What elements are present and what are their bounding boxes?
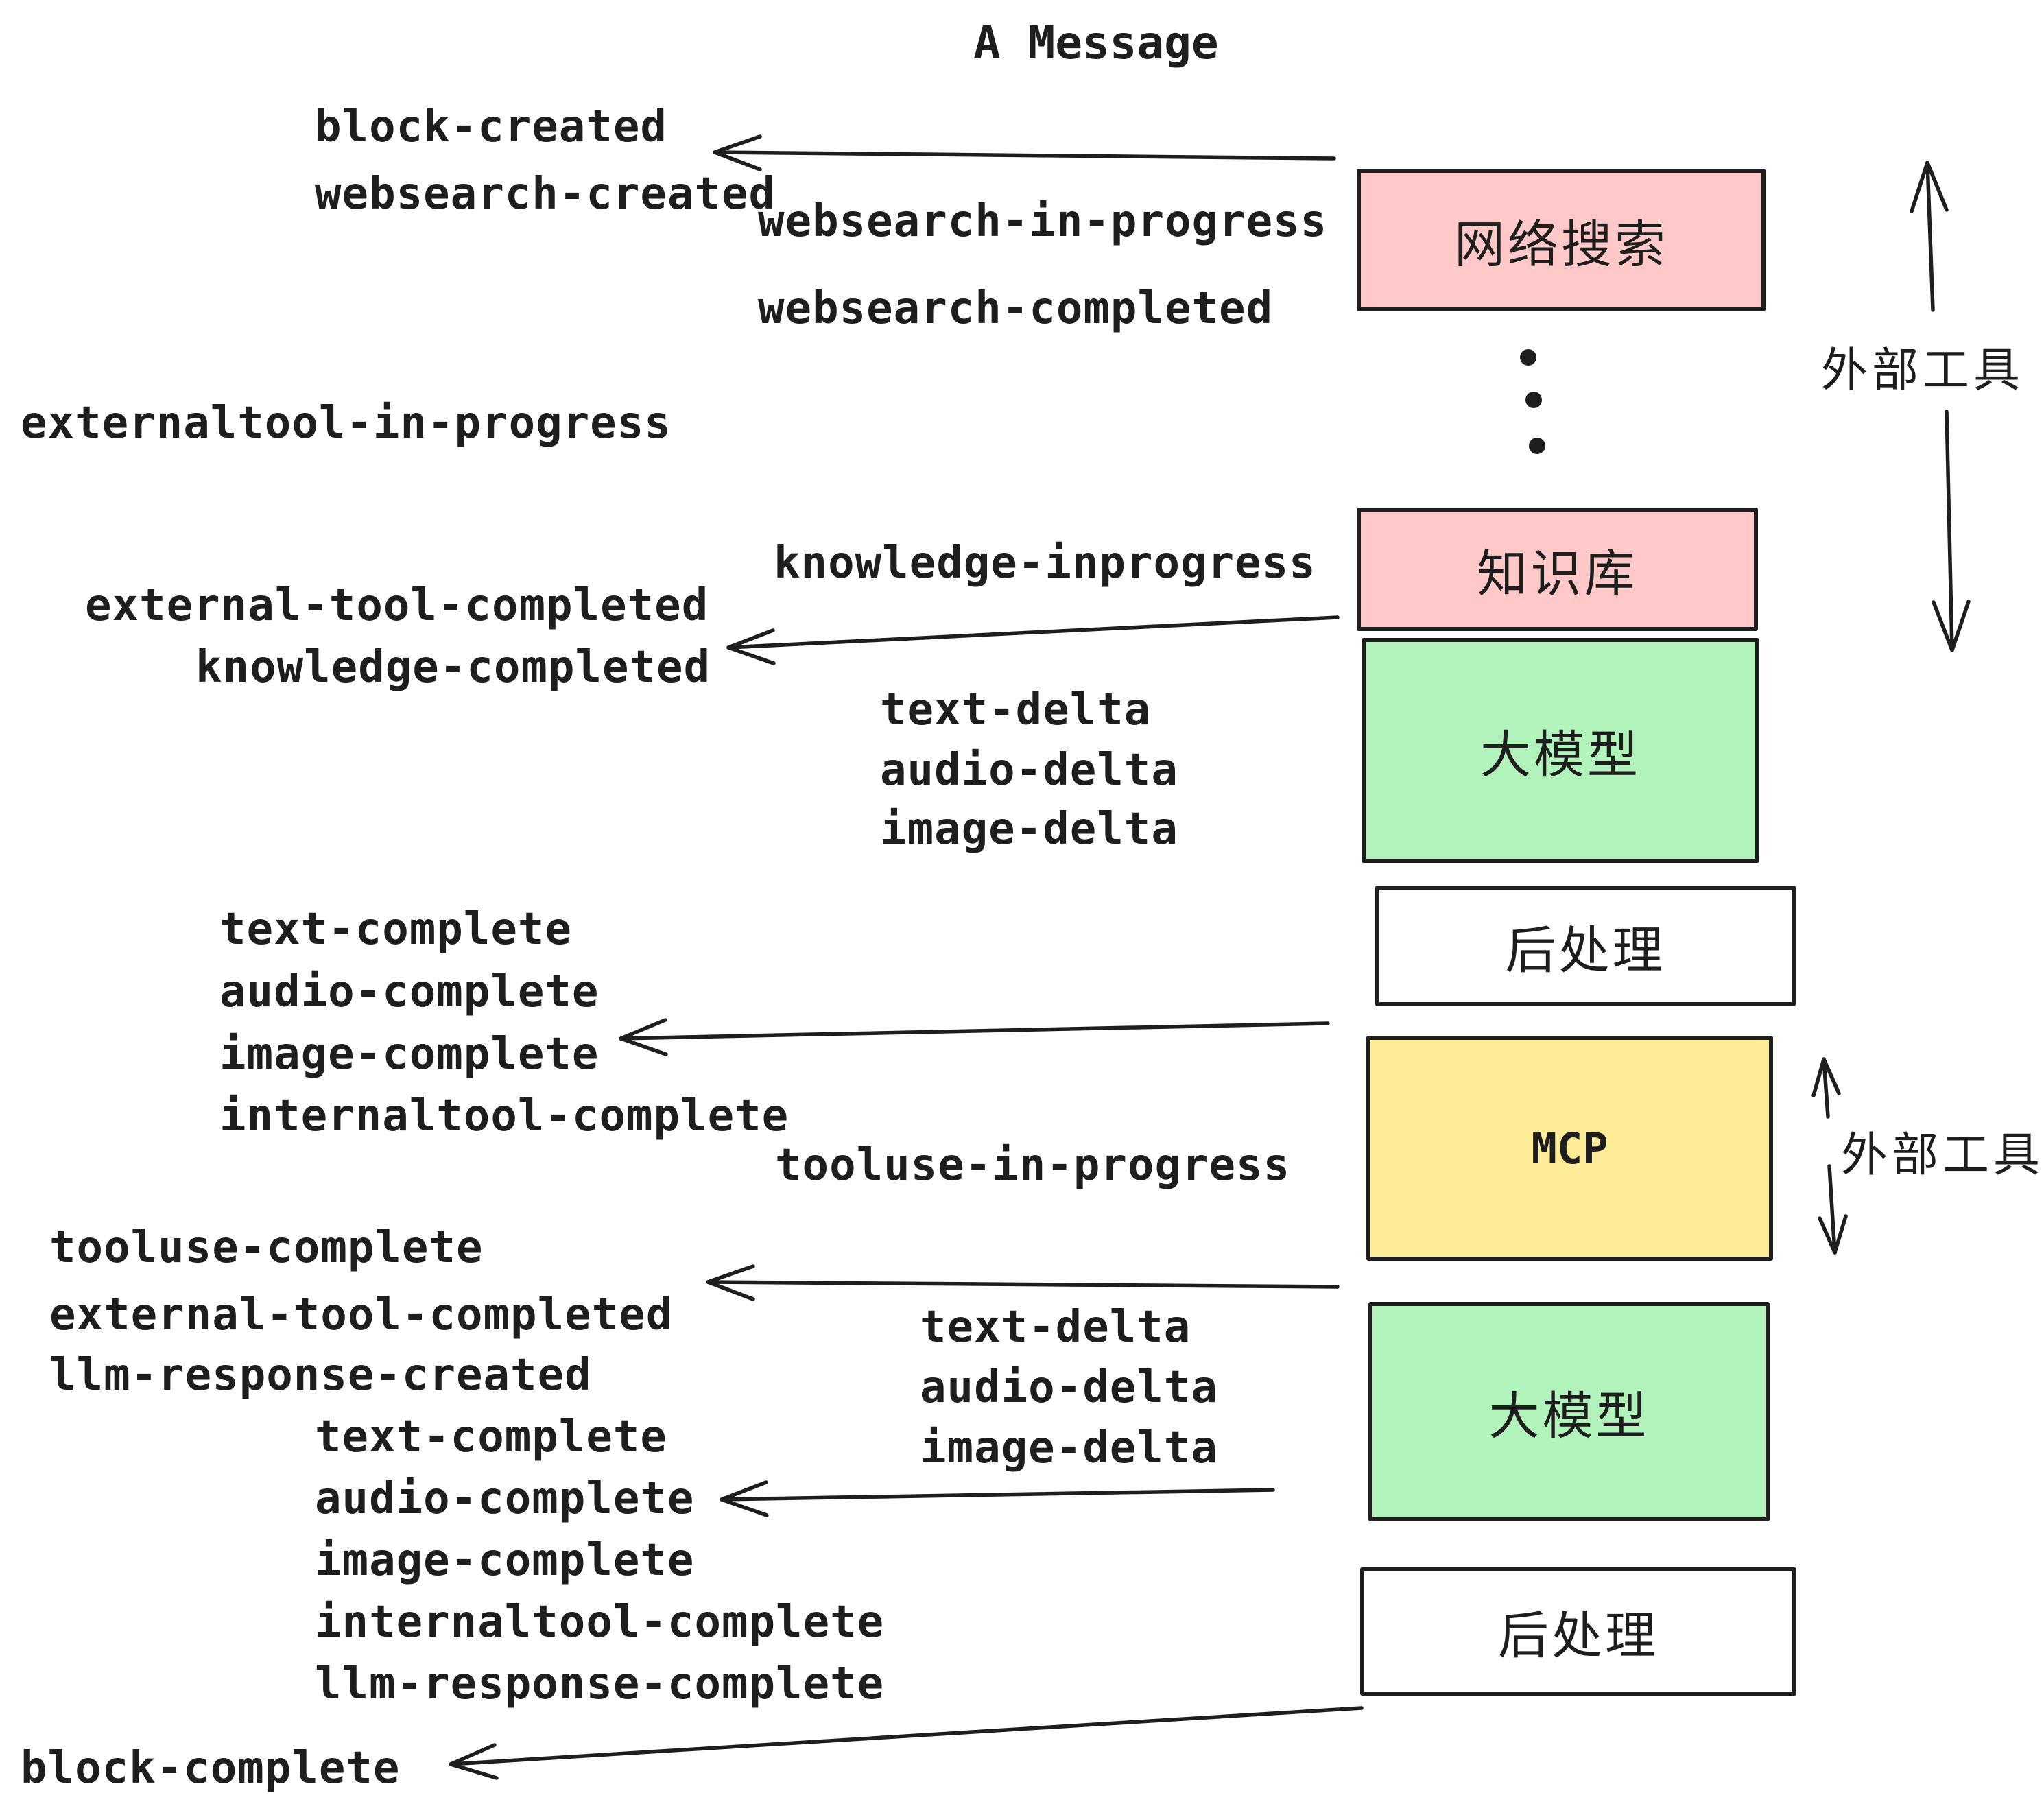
event-image-delta: image-delta <box>880 804 1178 855</box>
arrow-to-websearch-created <box>713 134 1336 171</box>
event-llm-response-created: llm-response-created <box>49 1350 592 1401</box>
event-externaltool-in-progress: externaltool-in-progress <box>21 398 672 449</box>
ellipsis-dots <box>1520 349 1545 454</box>
event-websearch-completed: websearch-completed <box>758 283 1274 334</box>
event-text-complete: text-complete <box>219 904 572 955</box>
event-knowledge-inprogress: knowledge-inprogress <box>774 538 1316 589</box>
event-knowledge-completed: knowledge-completed <box>195 642 711 693</box>
box-mcp: MCP <box>1366 1036 1773 1261</box>
arrow-to-block-complete <box>449 1706 1364 1780</box>
box-websearch-label: 网络搜索 <box>1454 215 1668 273</box>
box-knowledge-label: 知识库 <box>1477 545 1638 602</box>
external-tools-up-arrow-2 <box>1811 1057 1841 1119</box>
event-external-tool-completed-2: external-tool-completed <box>49 1290 674 1340</box>
box-postprocess-1-label: 后处理 <box>1505 921 1666 979</box>
event-image-delta-2: image-delta <box>920 1423 1218 1473</box>
event-llm-response-complete: llm-response-complete <box>315 1659 885 1709</box>
external-tools-down-arrow-1 <box>1932 410 1971 652</box>
event-external-tool-completed: external-tool-completed <box>85 580 709 631</box>
box-mcp-label: MCP <box>1531 1123 1608 1174</box>
box-llm-2: 大模型 <box>1368 1302 1770 1521</box>
box-websearch: 网络搜索 <box>1357 169 1766 311</box>
event-internaltool-complete-2: internaltool-complete <box>315 1597 885 1648</box>
event-websearch-created: websearch-created <box>315 169 776 219</box>
event-image-complete: image-complete <box>219 1029 599 1080</box>
event-tooluse-complete: tooluse-complete <box>49 1222 484 1273</box>
event-image-complete-2: image-complete <box>315 1535 695 1586</box>
box-llm-2-label: 大模型 <box>1488 1387 1650 1445</box>
event-block-created: block-created <box>315 102 667 152</box>
arrow-to-audio-complete <box>720 1480 1275 1517</box>
arrow-to-image-complete <box>619 1018 1330 1056</box>
box-postprocess-2-label: 后处理 <box>1498 1607 1659 1664</box>
event-audio-delta-2: audio-delta <box>920 1362 1218 1413</box>
box-postprocess-2: 后处理 <box>1360 1567 1796 1696</box>
external-tools-up-arrow-1 <box>1910 161 1949 312</box>
box-llm-1-label: 大模型 <box>1480 726 1641 783</box>
box-knowledge: 知识库 <box>1357 508 1758 631</box>
box-postprocess-1: 后处理 <box>1375 886 1796 1006</box>
box-llm-1: 大模型 <box>1362 638 1759 863</box>
event-text-delta: text-delta <box>880 685 1152 735</box>
arrow-to-external-tool-completed <box>706 1264 1340 1301</box>
event-audio-complete: audio-complete <box>219 966 599 1017</box>
diagram-title: A Message <box>973 16 1219 69</box>
event-tooluse-in-progress: tooluse-in-progress <box>775 1140 1291 1191</box>
event-audio-delta: audio-delta <box>880 745 1178 796</box>
external-tools-label-2: 外部工具 <box>1841 1129 2044 1181</box>
event-text-delta-2: text-delta <box>920 1302 1191 1353</box>
event-text-complete-2: text-complete <box>315 1412 667 1462</box>
arrow-to-knowledge-completed <box>726 615 1340 665</box>
external-tools-label-1: 外部工具 <box>1821 344 2025 396</box>
event-websearch-in-progress: websearch-in-progress <box>758 196 1328 247</box>
event-audio-complete-2: audio-complete <box>315 1473 695 1524</box>
event-internaltool-complete: internaltool-complete <box>219 1091 789 1141</box>
event-block-complete: block-complete <box>21 1743 401 1794</box>
